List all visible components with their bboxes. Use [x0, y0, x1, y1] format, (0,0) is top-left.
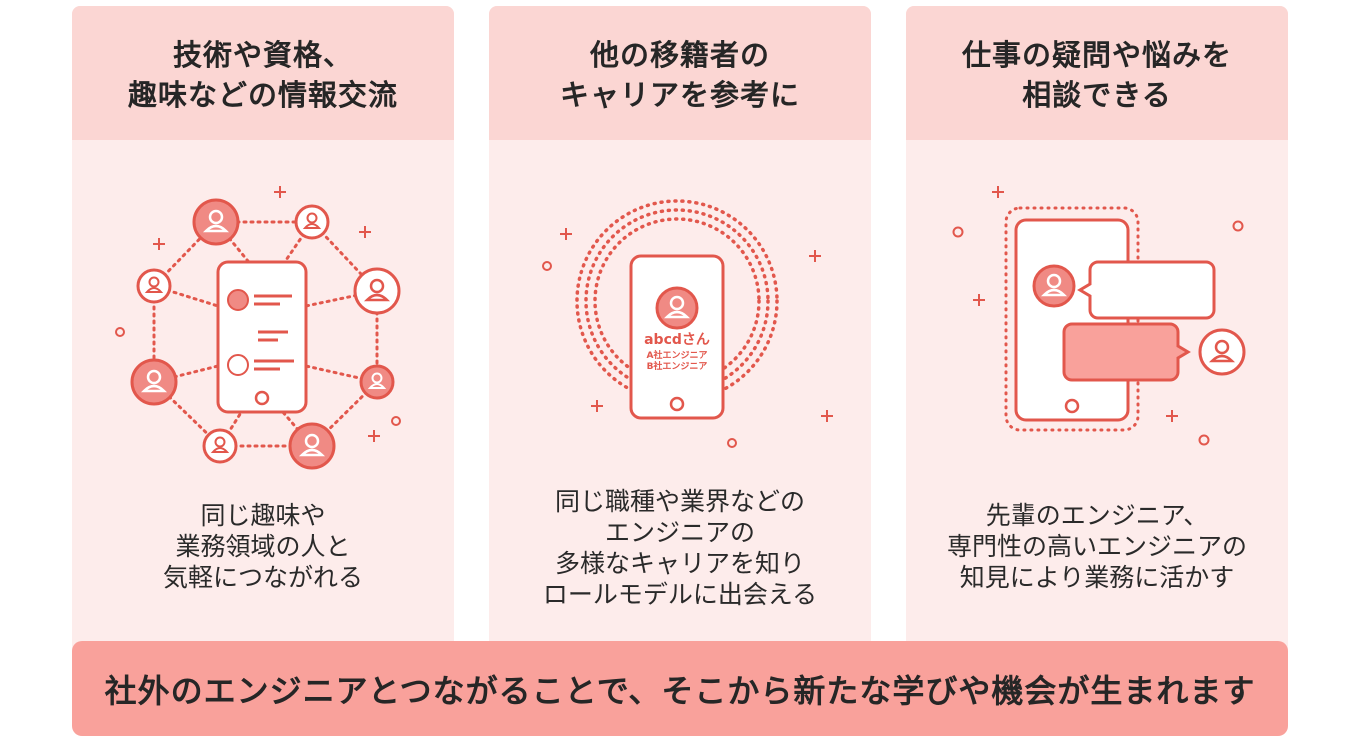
phone-icon [629, 254, 725, 420]
phone-icon [1014, 218, 1130, 422]
card-header: 仕事の疑問や悩みを 相談できる [906, 6, 1288, 140]
person-icon [353, 267, 401, 315]
card-title-line: 他の移籍者の [589, 38, 770, 72]
speech-bubble-icon [1062, 322, 1191, 382]
phone-profile-career: A社エンジニア [647, 349, 708, 361]
phone-profile-career: B社エンジニア [647, 360, 708, 372]
card-header: 他の移籍者の キャリアを参考に [489, 6, 871, 140]
person-icon [359, 364, 395, 400]
card-description: 同じ職種や業界などの エンジニアの 多様なキャリアを知り ロールモデルに出会える [489, 486, 871, 610]
card-desc-line: 同じ職種や業界などの [554, 487, 805, 516]
card-title-line: 仕事の疑問や悩みを [961, 38, 1232, 72]
card-desc-line: エンジニアの [604, 518, 755, 547]
card-title-line: 技術や資格、 [172, 38, 353, 72]
card-title-line: 相談できる [1022, 78, 1172, 112]
card-desc-line: 多様なキャリアを知り [554, 549, 805, 578]
person-icon [202, 428, 238, 464]
card-consultation: 仕事の疑問や悩みを 相談できる [906, 6, 1288, 666]
card-desc-line: ロールモデルに出会える [542, 580, 818, 609]
card-title: 他の移籍者の キャリアを参考に [560, 35, 800, 115]
career-illustration: abcdさん A社エンジニア B社エンジニア [542, 199, 833, 448]
person-icon [130, 358, 178, 406]
card-title-line: 趣味などの情報交流 [127, 78, 398, 112]
network-illustration [115, 186, 401, 470]
card-desc-line: 同じ趣味や [200, 501, 326, 530]
person-icon [655, 286, 699, 330]
person-icon [294, 204, 330, 240]
card-desc-line: 気軽につながれる [162, 563, 363, 592]
card-description: 先輩のエンジニア、 専門性の高いエンジニアの 知見により業務に活かす [906, 500, 1288, 593]
summary-banner: 社外のエンジニアとつながることで、そこから新たな学びや機会が生まれます [72, 641, 1288, 736]
card-title-line: キャリアを参考に [559, 78, 800, 112]
phone-icon [216, 260, 308, 414]
speech-bubble-icon [1077, 260, 1216, 320]
plus-icon [973, 186, 1178, 422]
person-icon [288, 422, 336, 470]
circle-icon [952, 220, 1244, 446]
card-desc-line: 先輩のエンジニア、 [985, 501, 1209, 530]
phone-profile-name: abcdさん [644, 332, 710, 348]
plus-icon [153, 186, 380, 442]
consultation-illustration [952, 186, 1246, 446]
person-icon [1032, 264, 1076, 308]
person-icon [136, 268, 172, 304]
banner-text: 社外のエンジニアとつながることで、そこから新たな学びや機会が生まれます [104, 671, 1256, 710]
circle-icon [115, 327, 401, 426]
person-icon [192, 198, 240, 246]
card-desc-line: 業務領域の人と [175, 532, 351, 561]
card-title: 仕事の疑問や悩みを 相談できる [962, 35, 1232, 115]
card-description: 同じ趣味や 業務領域の人と 気軽につながれる [72, 500, 454, 593]
card-info-exchange: 技術や資格、 趣味などの情報交流 [72, 6, 454, 666]
card-desc-line: 知見により業務に活かす [959, 563, 1235, 592]
card-desc-line: 専門性の高いエンジニアの [946, 532, 1247, 561]
circle-icon [542, 261, 737, 448]
plus-icon [560, 228, 833, 422]
person-icon [1198, 328, 1246, 376]
card-title: 技術や資格、 趣味などの情報交流 [128, 35, 398, 115]
card-career-reference: 他の移籍者の キャリアを参考に abcdさん A社エンジニア B社エンジニア [489, 6, 871, 666]
card-header: 技術や資格、 趣味などの情報交流 [72, 6, 454, 140]
